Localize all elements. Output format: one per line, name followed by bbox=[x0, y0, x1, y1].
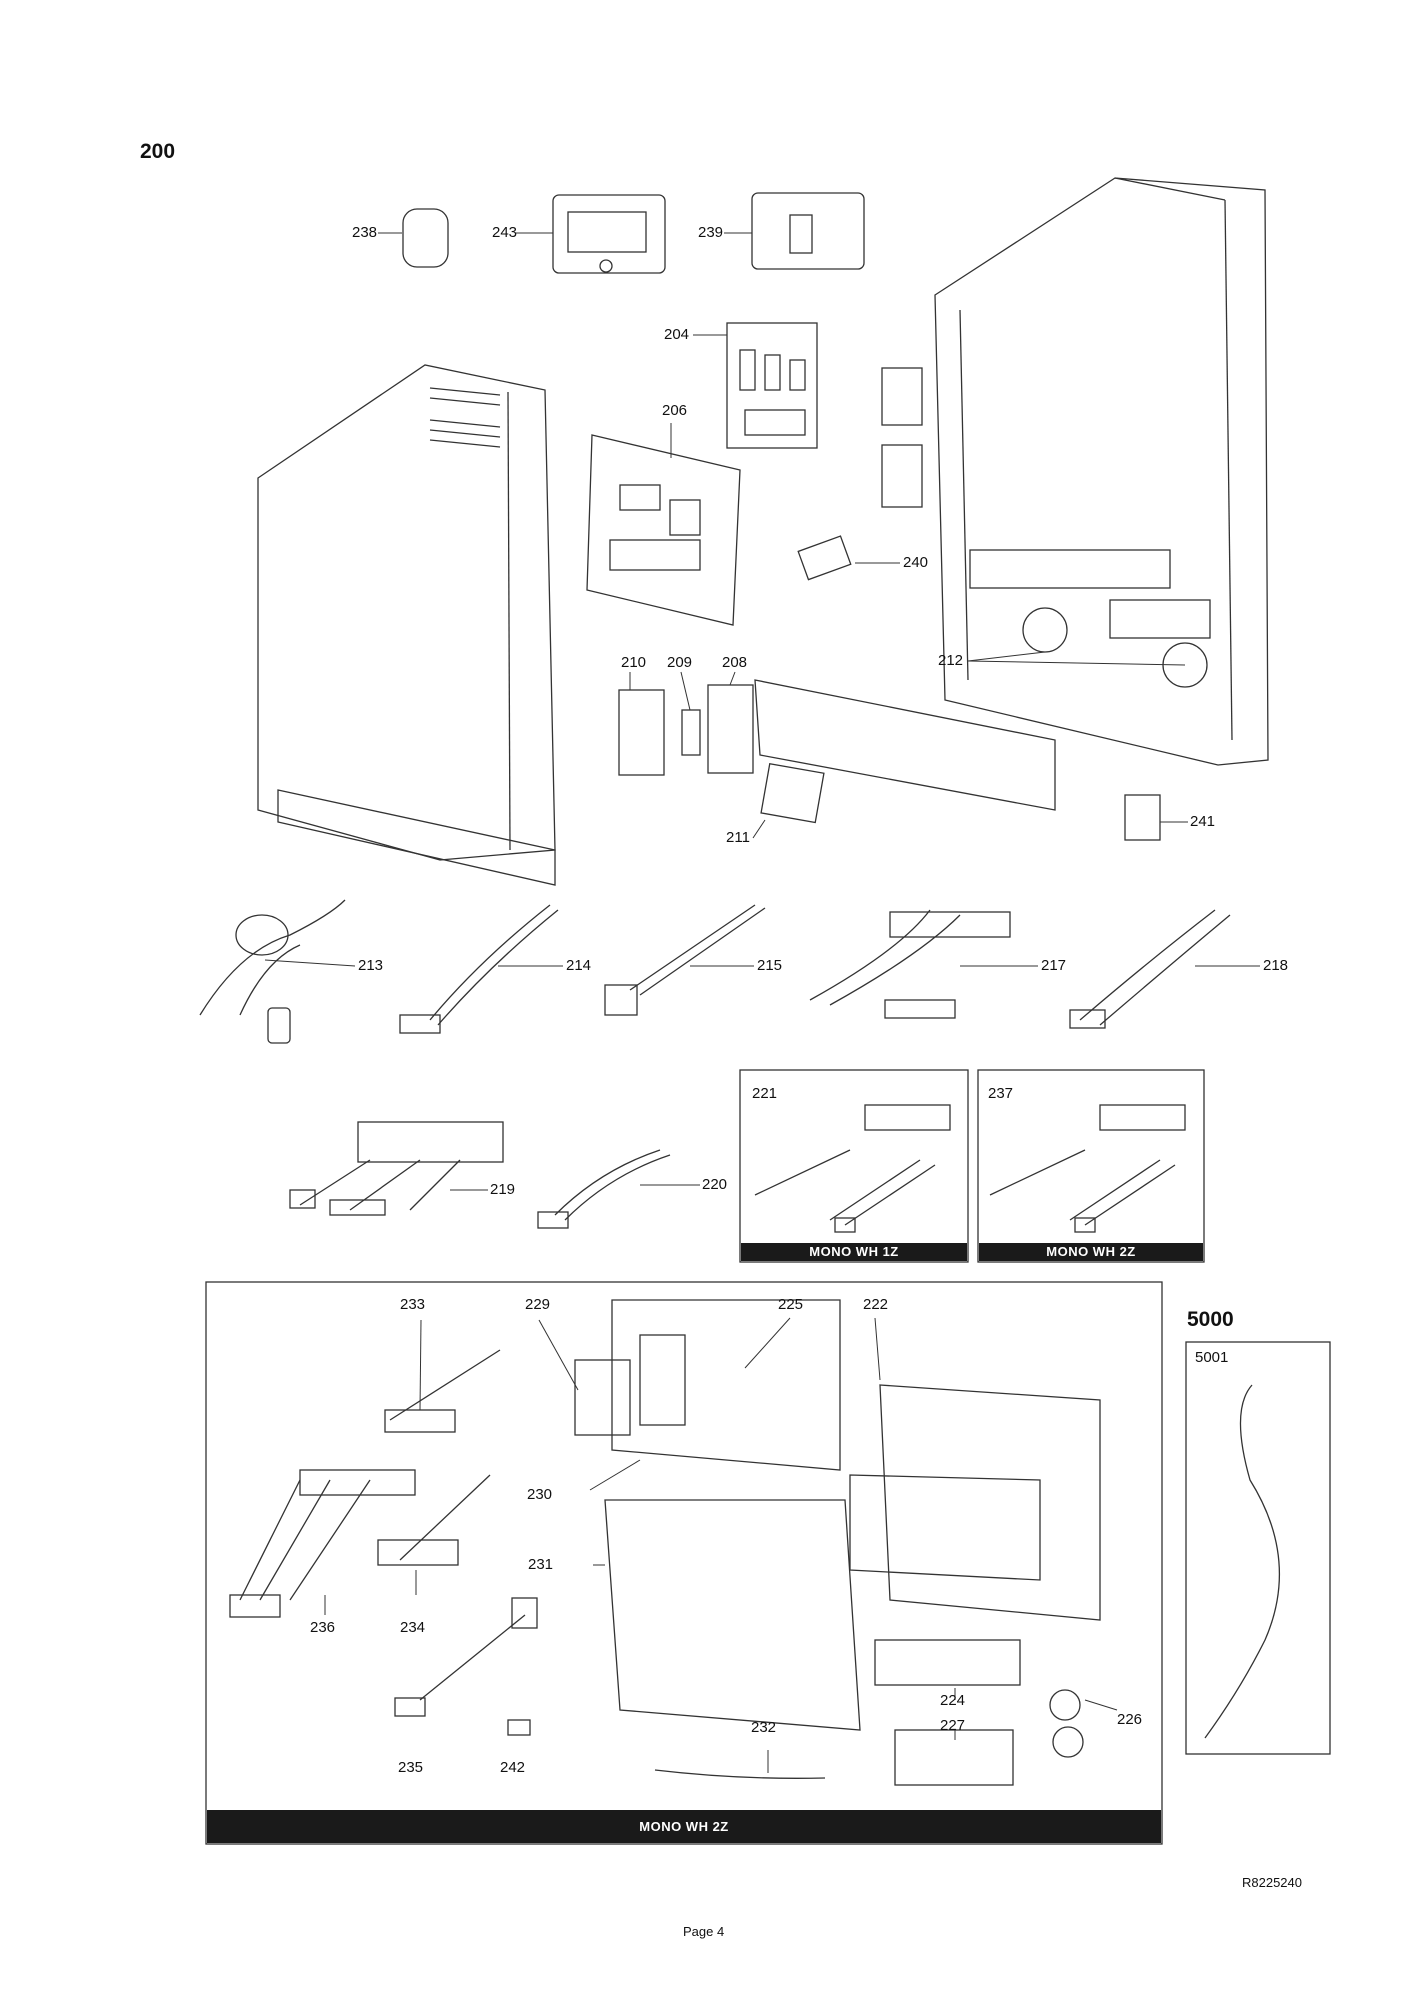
box-237-number: 237 bbox=[988, 1085, 1014, 1102]
cable-219-drawing bbox=[289, 1121, 504, 1216]
page-number: Page 4 bbox=[683, 1924, 725, 1939]
cable-217-drawing bbox=[809, 909, 1011, 1019]
part-211-drawing bbox=[760, 762, 825, 824]
part-243-drawing bbox=[552, 194, 666, 274]
part-234-label: 234 bbox=[400, 1619, 426, 1636]
part-238-drawing bbox=[402, 208, 449, 268]
part-210-label: 210 bbox=[621, 654, 647, 671]
cable-220-drawing bbox=[537, 1149, 671, 1229]
part-241-label: 241 bbox=[1190, 813, 1216, 830]
part-209-drawing bbox=[681, 709, 701, 756]
part-236-label: 236 bbox=[310, 1619, 336, 1636]
part-239-drawing bbox=[751, 192, 865, 270]
bottom-box-caption: MONO WH 2Z bbox=[207, 1810, 1161, 1843]
part-204-drawing bbox=[726, 322, 818, 449]
bottom-assembly-drawing bbox=[229, 1299, 1101, 1786]
cable-218-drawing bbox=[1069, 909, 1231, 1029]
part-220-label: 220 bbox=[702, 1176, 728, 1193]
part-222-label: 222 bbox=[863, 1296, 889, 1313]
part-230-label: 230 bbox=[527, 1486, 553, 1503]
back-frame-drawing bbox=[934, 177, 1269, 766]
part-219-label: 219 bbox=[490, 1181, 516, 1198]
part-231-label: 231 bbox=[528, 1556, 554, 1573]
part-218-label: 218 bbox=[1263, 957, 1289, 974]
box-bottom-frame bbox=[205, 1281, 1163, 1845]
part-217-label: 217 bbox=[1041, 957, 1067, 974]
box-221-frame bbox=[739, 1069, 969, 1263]
part-210-drawing bbox=[618, 689, 665, 776]
document-reference: R8225240 bbox=[1242, 1875, 1302, 1890]
box-237-caption: MONO WH 2Z bbox=[979, 1243, 1203, 1261]
part-212-label: 212 bbox=[938, 652, 964, 669]
part-208-label: 208 bbox=[722, 654, 748, 671]
part-240-drawing bbox=[797, 535, 852, 581]
part-242-label: 242 bbox=[500, 1759, 526, 1776]
part-208-drawing bbox=[707, 684, 754, 774]
cable-214-drawing bbox=[399, 904, 559, 1034]
part-229-label: 229 bbox=[525, 1296, 551, 1313]
box-221-caption: MONO WH 1Z bbox=[741, 1243, 967, 1261]
box-5000-frame bbox=[1185, 1341, 1331, 1755]
mounting-plate-drawing bbox=[754, 679, 1056, 811]
part-211-label: 211 bbox=[726, 829, 750, 846]
part-243-label: 243 bbox=[492, 224, 518, 241]
part-227-label: 227 bbox=[940, 1717, 966, 1734]
front-casing-drawing bbox=[257, 364, 556, 886]
part-235-label: 235 bbox=[398, 1759, 424, 1776]
cable-213-drawing bbox=[199, 899, 346, 1044]
part-206-drawing bbox=[586, 434, 741, 626]
part-241-drawing bbox=[1124, 794, 1161, 841]
part-226-label: 226 bbox=[1117, 1711, 1143, 1728]
part-233-label: 233 bbox=[400, 1296, 426, 1313]
box-221-content bbox=[754, 1104, 951, 1233]
part-213-label: 213 bbox=[358, 957, 384, 974]
section-200-heading: 200 bbox=[140, 140, 176, 163]
part-204-label: 204 bbox=[664, 326, 690, 343]
part-215-label: 215 bbox=[757, 957, 783, 974]
relay-block-drawing bbox=[881, 444, 923, 508]
part-214-label: 214 bbox=[566, 957, 592, 974]
part-239-label: 239 bbox=[698, 224, 724, 241]
part-224-label: 224 bbox=[940, 1692, 966, 1709]
part-232-label: 232 bbox=[751, 1719, 777, 1736]
box-221-number: 221 bbox=[752, 1085, 778, 1102]
part-238-label: 238 bbox=[352, 224, 378, 241]
part-240-label: 240 bbox=[903, 554, 929, 571]
relay-block-drawing bbox=[881, 367, 923, 426]
part-5001-label: 5001 bbox=[1195, 1349, 1229, 1366]
leader-lines bbox=[264, 232, 1260, 1773]
cable-215-drawing bbox=[604, 904, 766, 1016]
part-225-label: 225 bbox=[778, 1296, 804, 1313]
part-209-label: 209 bbox=[667, 654, 693, 671]
box-237-frame bbox=[977, 1069, 1205, 1263]
section-5000-heading: 5000 bbox=[1187, 1308, 1234, 1331]
part-206-label: 206 bbox=[662, 402, 688, 419]
box-237-content bbox=[989, 1104, 1186, 1233]
sensor-5001-drawing bbox=[1204, 1384, 1281, 1739]
